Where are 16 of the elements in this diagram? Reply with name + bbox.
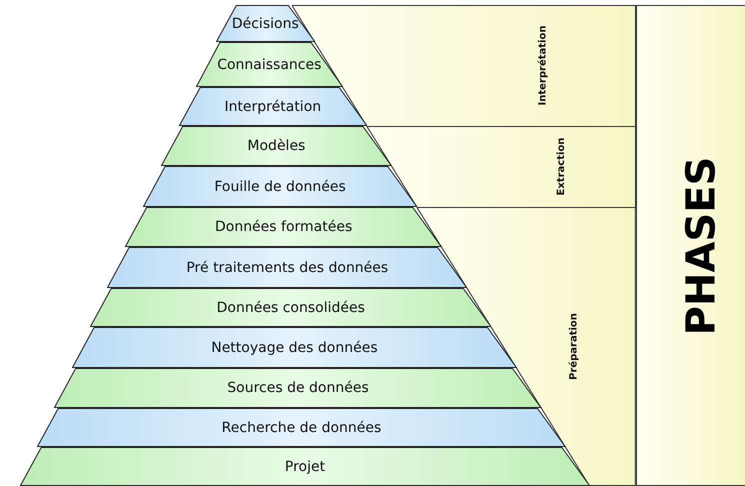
phase-label: Préparation: [568, 312, 580, 382]
phase-label: Interprétation: [538, 24, 548, 108]
layer-label: Modèles: [246, 138, 306, 154]
layer-label: Connaissances: [216, 56, 322, 72]
layer-label: Données formatées: [214, 219, 354, 235]
layer-label: Données consolidées: [216, 300, 366, 316]
layer-label: Sources de données: [226, 380, 370, 396]
layer-label: Nettoyage des données: [210, 340, 379, 356]
layer-label: Fouille de données: [213, 178, 347, 194]
phase-label: Extraction: [556, 136, 568, 198]
phases-title: PHASES: [678, 156, 724, 336]
layer-label: Projet: [284, 458, 326, 474]
layer-label: Interprétation: [223, 98, 322, 114]
layer-label: Décisions: [230, 16, 300, 32]
layer-label: Pré traitements des données: [185, 260, 390, 276]
layer-label: Recherche de données: [220, 420, 382, 436]
